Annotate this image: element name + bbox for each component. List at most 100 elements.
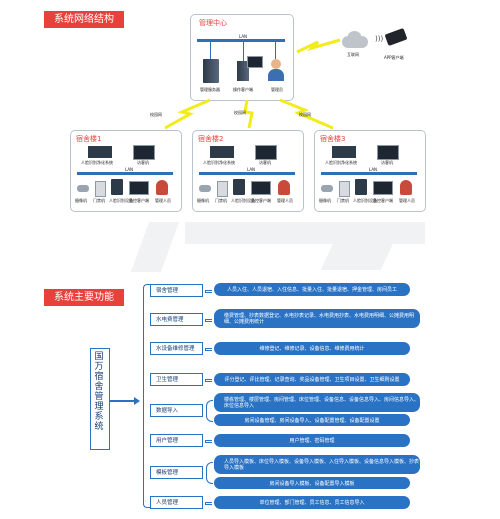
camera-icon [321,185,333,192]
pc-icon [251,181,271,195]
system-name: 国万宿舍管理系统 [94,352,104,432]
monitor-icon [133,145,155,160]
wifi-icon: ))) [375,35,384,43]
person-icon [400,180,412,195]
dorm-lan-label: LAN [247,167,256,172]
monitor-icon [377,145,399,160]
category-template: 模板管理 [150,466,203,479]
internet-label: 互联网 [347,52,359,57]
dorm-lan-bar [321,172,417,175]
dorm-item-label: 管理人员 [399,198,415,203]
dorm-lan-label: LAN [369,167,378,172]
link-label: 校园网 [299,112,311,117]
camera-icon [77,185,89,192]
function-pill: 人员导入模板、床位导入模板、设备导入模板、入住导入模板、设备信息导入模板、抄表导… [214,455,420,474]
function-pill: 维修登记、维修记录、设备信息、维修费用统计 [214,342,410,355]
category-user: 用户管理 [150,434,203,447]
category-hygiene: 卫生管理 [150,373,203,386]
dorm-item-label: 监控客户端 [251,198,271,203]
door-access-icon [95,181,106,197]
dorm-title: 宿舍楼3 [320,135,346,143]
arrow-icon [110,400,136,402]
wireless-links [164,38,341,130]
function-pill: 房间设备管理、房间设备导入、设备配置管理、设备配置设置 [214,414,410,426]
dorm-device-label: 人脸识别净化系统 [81,160,113,165]
monitor-icon [255,145,277,160]
network-diagram: 管理中心 LAN 管理服务器 操作客户端 管理员 互联网 ))) APP客户端 … [0,0,500,222]
access-controller-icon [332,146,356,158]
lan-bar [197,39,285,42]
face-device-icon [355,179,367,195]
category-personnel: 人员管理 [150,496,203,509]
access-controller-icon [210,146,234,158]
section-title-network: 系统网络结构 [44,11,124,28]
management-center-box: 管理中心 LAN 管理服务器 操作客户端 管理员 [190,14,294,101]
dorm-item-label: 门禁机 [93,198,105,203]
dorm-item-label: 门禁机 [215,198,227,203]
dorm-building-1: 宿舍楼1 人脸识别净化系统 访客机 LAN 摄像机 门禁机 人脸识别设备 监控客… [70,130,182,212]
face-device-icon [111,179,123,195]
person-icon [278,180,290,195]
lightning-icon [164,98,211,130]
pc-icon [373,181,393,195]
dorm-device-label: 访客机 [259,160,271,165]
link-label: 校园网 [234,110,246,115]
workstation-icon [237,61,249,81]
category-data-import: 数据导入 [150,404,203,417]
dorm-item-label: 人脸识别设备 [231,198,255,203]
door-access-icon [217,181,228,197]
pc-icon [129,181,149,195]
dorm-item-label: 人脸识别设备 [109,198,133,203]
category-utility: 水电费管理 [150,313,203,326]
dorm-item-label: 摄像机 [75,198,87,203]
face-device-icon [233,179,245,195]
function-pill: 人员入住、人员退宿、入住信息、批量入住、批量退宿、押金管理、房间员工 [214,283,410,296]
section-title-functions: 系统主要功能 [44,289,124,306]
dorm-item-label: 门禁机 [337,198,349,203]
dorm-item-label: 监控客户端 [373,198,393,203]
category-dorm: 宿舍管理 [150,284,203,297]
app-label: APP客户端 [384,55,404,60]
dorm-item-label: 摄像机 [319,198,331,203]
link-label: 校园网 [150,112,162,117]
system-name-box [90,348,110,450]
function-pill: 评分登记、评比管理、记录查询、奖品设备管理、卫生项目设置、卫生细则设置 [214,373,410,386]
management-center-title: 管理中心 [199,19,227,27]
server-icon [203,59,219,83]
dorm-lan-bar [77,172,173,175]
lightning-icon [243,99,254,129]
function-pill: 用户管理、密码管理 [214,434,410,447]
access-controller-icon [88,146,112,158]
function-pill: 缴费管理、抄表数据登记、水电抄表记录、水电费用抄表、水电费用明细、公摊费用明细、… [214,309,420,328]
dorm-device-label: 访客机 [381,160,393,165]
function-pill: 房间设备导入模板、设备配置导入模板 [214,477,410,489]
function-pill: 单位管理、部门管理、员工信息、员工信息导入 [214,496,410,509]
lightning-icon [296,38,341,54]
dorm-device-label: 人脸识别净化系统 [203,160,235,165]
dorm-device-label: 人脸识别净化系统 [325,160,357,165]
dorm-device-label: 访客机 [137,160,149,165]
function-pill: 楼栋管理、楼层管理、房间管理、床位管理、设备信息、设备信息导入、房间信息导入、床… [214,393,420,412]
dorm-building-2: 宿舍楼2 人脸识别净化系统 访客机 LAN 摄像机 门禁机 人脸识别设备 监控客… [192,130,304,212]
device-label: 操作客户端 [233,87,253,92]
door-access-icon [339,181,350,197]
decorative-stripe [130,222,180,272]
dorm-title: 宿舍楼2 [198,135,224,143]
monitor-icon [247,56,263,68]
dorm-lan-bar [199,172,295,175]
dorm-title: 宿舍楼1 [76,135,102,143]
dorm-item-label: 管理人员 [155,198,171,203]
dorm-lan-label: LAN [125,167,134,172]
device-label: 管理员 [271,87,283,92]
device-label: 管理服务器 [200,87,220,92]
dorm-item-label: 摄像机 [197,198,209,203]
lightning-icon [279,98,334,130]
dorm-item-label: 人脸识别设备 [353,198,377,203]
lan-label: LAN [239,34,248,39]
category-repair: 水设备维修管理 [150,342,203,355]
camera-icon [199,185,211,192]
function-diagram: 国万宿舍管理系统 [0,270,500,519]
dorm-item-label: 监控客户端 [129,198,149,203]
dorm-item-label: 管理人员 [277,198,293,203]
admin-person-icon [271,59,281,69]
